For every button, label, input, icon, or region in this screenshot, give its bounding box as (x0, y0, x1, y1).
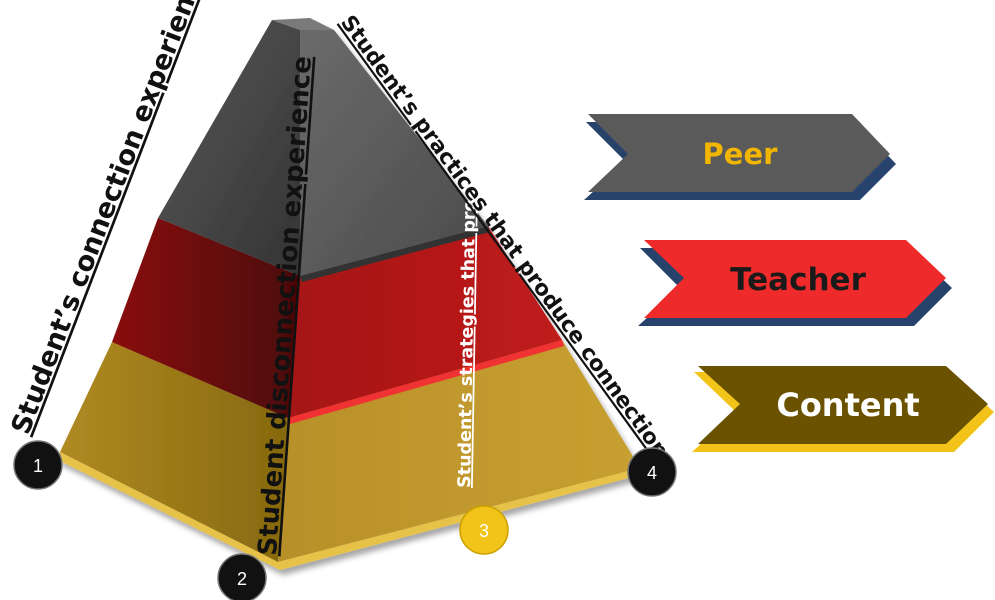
corner-marker-4: 4 (627, 447, 677, 497)
middle-layer-left-face (112, 218, 300, 418)
corner-marker-1: 1 (13, 440, 63, 490)
top-layer-base-edge (300, 226, 490, 282)
content-arrow-label: Content (776, 386, 919, 424)
peer-arrow-label: Peer (703, 137, 779, 171)
teacher-arrow-shape (644, 240, 946, 318)
content-arrow-shape (698, 366, 988, 444)
peer-arrow-shape (588, 114, 890, 192)
middle-layer-base-edge (288, 340, 564, 424)
peer-arrow: Peer (584, 114, 896, 200)
content-arrow: Content (692, 366, 994, 452)
corner-marker-1-label: 1 (33, 456, 43, 476)
corner-marker-4-circle (627, 447, 677, 497)
corner-marker-3: 3 (459, 505, 509, 555)
corner-marker-4-label: 4 (647, 463, 657, 483)
top-layer-left-face (158, 20, 300, 276)
corner-marker-2-circle (217, 553, 267, 600)
bottom-layer-base-edge (58, 452, 644, 570)
top-layer-cap (272, 18, 334, 30)
corner-marker-1-circle (13, 440, 63, 490)
teacher-arrow: Teacher (638, 240, 952, 326)
teacher-arrow-label: Teacher (730, 262, 866, 298)
middle-layer-right-face (288, 226, 562, 418)
corner-marker-3-label: 3 (479, 521, 489, 541)
corner-marker-2: 2 (217, 553, 267, 600)
bottom-layer-left-face (60, 342, 288, 562)
corner-marker-2-label: 2 (237, 569, 247, 589)
top-layer-right-face (300, 30, 488, 276)
pyramid (58, 18, 644, 570)
corner-marker-3-circle (459, 505, 509, 555)
